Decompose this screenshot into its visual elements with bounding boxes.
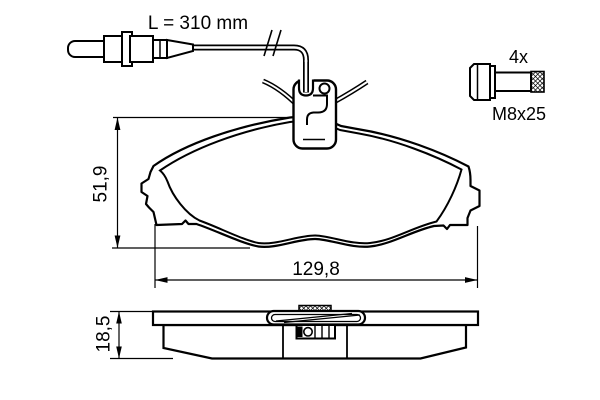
wear-sensor-assembly: L = 310 mm bbox=[67, 13, 309, 93]
bolt-quantity-label: 4x bbox=[509, 47, 528, 67]
arrow-down bbox=[114, 235, 121, 248]
height-dimension-label: 51,9 bbox=[91, 166, 112, 203]
bolt-head bbox=[469, 63, 491, 101]
dimension-height: 51,9 bbox=[91, 116, 291, 249]
sensor-length-label: L = 310 mm bbox=[148, 13, 248, 34]
sensor-housing bbox=[292, 60, 338, 150]
width-dimension-label: 129,8 bbox=[292, 259, 340, 280]
thickness-dimension-label: 18,5 bbox=[94, 316, 115, 353]
bolt-thread bbox=[530, 70, 545, 93]
arrow-up bbox=[114, 117, 121, 130]
sensor-contact-hole bbox=[318, 82, 331, 95]
connector-taper bbox=[166, 38, 194, 60]
brake-pad-front-view bbox=[140, 60, 481, 248]
sensor-clip-wire-right bbox=[332, 79, 369, 105]
arrow-right bbox=[465, 277, 478, 283]
side-sensor-body bbox=[295, 324, 336, 340]
arrow-down bbox=[116, 346, 122, 359]
sensor-wire bbox=[194, 44, 309, 93]
arrow-left bbox=[155, 277, 168, 283]
connector-body-rear bbox=[129, 35, 154, 63]
brake-pad-side-view bbox=[151, 304, 480, 360]
sensor-inner-contour bbox=[306, 94, 328, 125]
bolt-shank bbox=[494, 71, 532, 92]
cable-break-marks bbox=[263, 29, 282, 57]
side-sensor-hole bbox=[302, 326, 313, 337]
dimension-width: 129,8 bbox=[154, 224, 479, 288]
retaining-clip bbox=[265, 304, 367, 326]
wire-slot bbox=[297, 79, 315, 97]
arrow-up bbox=[116, 311, 122, 324]
dimension-thickness: 18,5 bbox=[94, 310, 173, 360]
mounting-bolt: 4x M8x25 bbox=[469, 47, 546, 124]
bolt-spec-label: M8x25 bbox=[492, 104, 546, 124]
